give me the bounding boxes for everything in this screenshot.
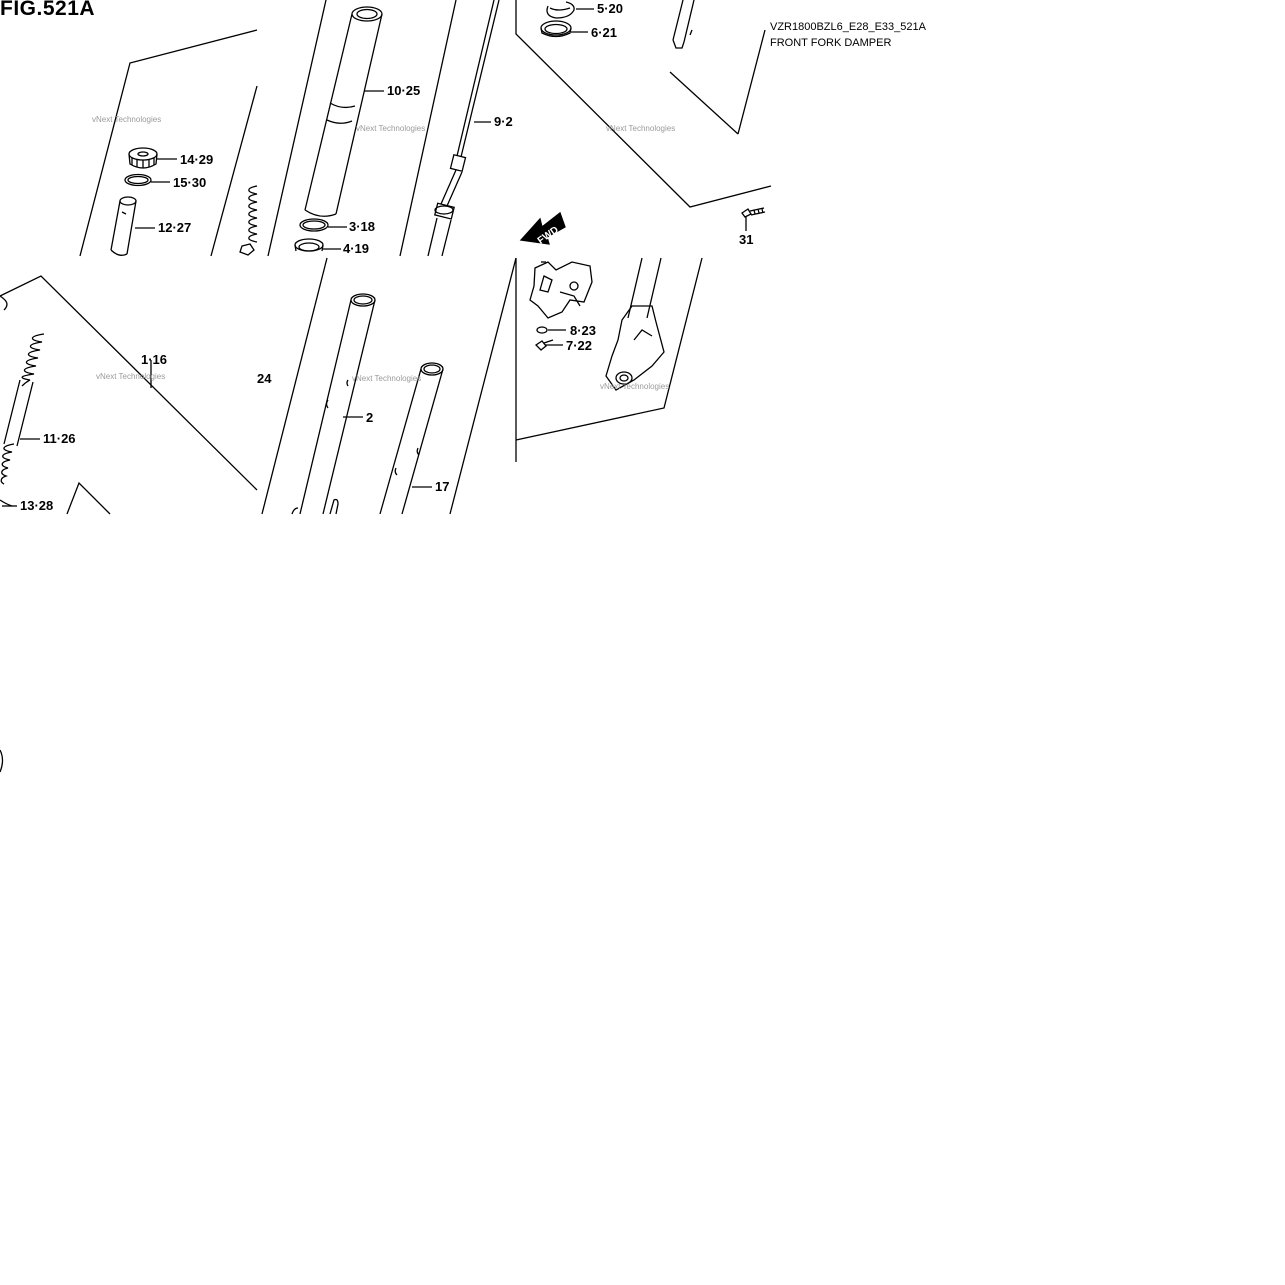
callout-10: 10·25 [387,83,420,98]
panel-border [267,0,327,257]
rod-end-part [672,0,695,49]
tile-top-left: vNext Technologies 14·29 15·30 12·27 [79,29,258,257]
callout-4: 4·19 [343,241,369,256]
fitting-part [291,507,299,515]
outer-tube-part [304,6,383,217]
callout-14: 14·29 [180,152,213,167]
callout-12: 12·27 [158,220,191,235]
callout-15: 15·30 [173,175,206,190]
panel-border [449,257,517,515]
callout-1: 1·16 [141,352,167,367]
fork-spring-part [0,295,45,485]
tile-bottom-right: vNext Technologies 8·23 7·22 [515,257,703,462]
watermark: vNext Technologies [352,374,421,383]
figure-title: FIG.521A [0,0,96,20]
washer-part [299,218,329,232]
panel-border [261,257,328,515]
panel-border [515,257,703,441]
panel-border [0,275,258,491]
callout-7: 7·22 [566,338,592,353]
inner-tube-part [299,293,376,515]
figure-code: VZR1800BZL6_E28_E33_521A [770,21,926,33]
tile-bottom-middle: vNext Technologies 24 2 17 [257,257,517,515]
watermark: vNext Technologies [600,382,669,391]
oil-seal-part [294,238,324,252]
panel-border [399,0,457,257]
watermark: vNext Technologies [356,124,425,133]
figure-caption: FRONT FORK DAMPER [770,37,892,49]
tile-bottom-left: vNext Technologies 1·16 11·26 13·28 [0,275,258,515]
spring-coil-part [239,185,258,256]
watermark: vNext Technologies [92,115,161,124]
panel-border [79,29,258,257]
o-ring-part [124,173,152,187]
panel-border [515,0,772,208]
panel-border [737,29,766,135]
callout-13: 13·28 [20,498,53,513]
panel-border [669,71,739,135]
callout-5: 5·20 [597,1,623,16]
fitting-part [329,498,339,515]
callout-11: 11·26 [43,431,76,446]
callout-31: 31 [739,232,753,247]
callout-6: 6·21 [591,25,617,40]
spacer-part [110,196,137,256]
fork-slider-part [605,257,665,391]
watermark: vNext Technologies [96,372,165,381]
callout-9: 9·2 [494,114,513,129]
tile-top-middle: vNext Technologies 10·25 9·2 3·18 4·19 [267,0,513,257]
fork-cap-bolt-part [128,147,158,169]
snap-ring-part [546,1,575,19]
bolt-part [741,207,766,218]
slide-tube-part [379,362,444,515]
callout-8: 8·23 [570,323,596,338]
callout-3: 3·18 [349,219,375,234]
edge-mark [0,749,4,773]
panel-border [210,85,258,257]
tile-top-right: FWD vNext Technologies 5·20 6·21 31 [515,0,772,247]
callout-2: 2 [366,410,373,425]
fork-bracket-part [529,261,593,319]
dust-seal-part [540,20,572,38]
washer-bolt-part [534,326,554,351]
callout-24: 24 [257,371,272,386]
callout-17: 17 [435,479,449,494]
direction-arrow-icon: FWD [519,211,566,247]
damper-rod-part [427,0,500,257]
panel-border [66,481,111,515]
watermark: vNext Technologies [606,124,675,133]
washer-part [0,499,13,507]
